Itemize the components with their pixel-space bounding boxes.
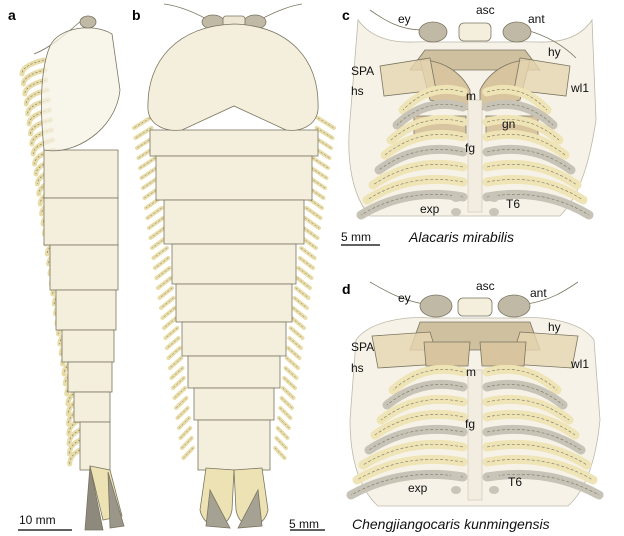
label-d-wl1: wl1 — [570, 357, 589, 371]
label-d-fg: fg — [465, 417, 475, 431]
tergite — [155, 155, 313, 201]
label-d-asc: asc — [476, 279, 495, 293]
label-d-exp: exp — [408, 481, 428, 495]
tergite — [181, 321, 287, 357]
legs-c — [356, 84, 594, 220]
spine-leg — [274, 436, 288, 450]
trunk-lateral — [43, 149, 119, 471]
specimen-ventral-d — [346, 281, 604, 507]
label-c-spa: SPA — [351, 64, 374, 78]
tergite — [187, 355, 281, 389]
tergite — [193, 387, 275, 421]
species-name-d: Chengjiangocaris kunmingensis — [352, 516, 550, 532]
specimen-dorsal-view — [132, 3, 336, 529]
tergite — [175, 283, 293, 323]
label-c-asc: asc — [476, 3, 495, 17]
eye-lateral — [79, 15, 97, 29]
label-d-hy: hy — [548, 320, 561, 334]
tergite — [163, 199, 305, 245]
label-c-exp: exp — [420, 202, 440, 216]
spine-leg — [181, 446, 195, 460]
label-d-ey: ey — [398, 291, 411, 305]
label-c-m: m — [466, 89, 476, 103]
legs-d — [346, 364, 604, 500]
tergite — [55, 289, 117, 331]
label-c-t6: T6 — [506, 197, 520, 211]
label-c-hs: hs — [351, 84, 364, 98]
label-c-gn: gn — [502, 117, 515, 131]
label-c-hy: hy — [548, 45, 561, 59]
label-d-hs: hs — [351, 361, 364, 375]
panel-letter-b: b — [132, 7, 141, 23]
label-d-ant: ant — [530, 286, 547, 300]
tergite — [43, 149, 119, 199]
panel-letter-a: a — [8, 7, 16, 23]
panel-letter-c: c — [342, 7, 350, 23]
label-c-wl1: wl1 — [570, 81, 589, 95]
tergite — [67, 361, 113, 393]
tergite — [61, 329, 115, 363]
tergite — [43, 197, 119, 246]
specimen-lateral-view — [19, 15, 125, 531]
head-shield-lateral — [41, 27, 121, 152]
scale-bar-d-label: 5 mm — [289, 517, 319, 531]
label-c-ant: ant — [528, 12, 545, 26]
spine-leg — [175, 406, 190, 420]
appendage — [482, 469, 604, 500]
label-c-fg: fg — [465, 141, 475, 155]
label-c-ey: ey — [398, 12, 411, 26]
tergite — [197, 419, 271, 471]
appendage — [374, 144, 468, 175]
trunk-dorsal — [149, 129, 319, 471]
panel-letter-d: d — [342, 281, 351, 297]
label-d-spa: SPA — [351, 340, 374, 354]
scale-bar-c-label: 5 mm — [341, 230, 371, 244]
label-d-t6: T6 — [508, 475, 522, 489]
tergite — [171, 243, 297, 285]
spine-leg — [178, 426, 193, 440]
tergite — [73, 391, 111, 423]
spine-leg — [278, 406, 293, 420]
specimen-ventral-c — [348, 9, 597, 220]
spine-leg — [273, 446, 287, 460]
species-name-c: Alacaris mirabilis — [408, 229, 514, 245]
spine-leg — [277, 416, 291, 430]
spine-leg — [177, 416, 191, 430]
tergite — [149, 129, 319, 157]
spine-leg — [180, 436, 194, 450]
head-shield-dorsal — [147, 23, 319, 131]
appendage — [482, 144, 576, 175]
spine-leg — [275, 426, 290, 440]
tergite — [79, 421, 111, 471]
appendage — [346, 469, 468, 500]
scale-bar-a-label: 10 mm — [19, 513, 56, 527]
tergite — [49, 244, 119, 291]
label-d-m: m — [466, 365, 476, 379]
